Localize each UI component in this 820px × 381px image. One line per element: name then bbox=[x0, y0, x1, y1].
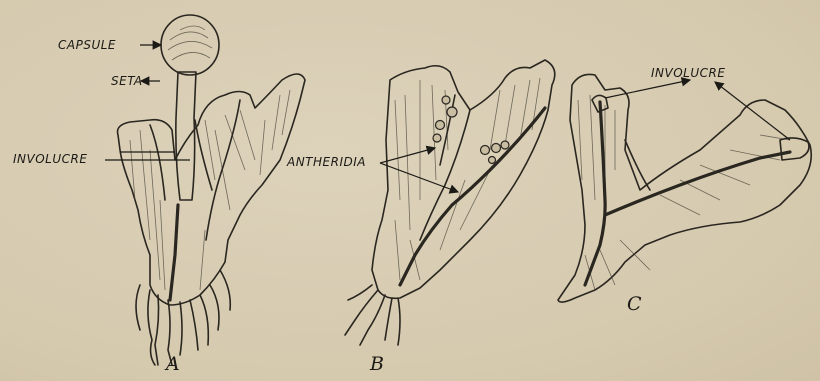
specimen-c bbox=[558, 74, 811, 302]
seta-shape bbox=[176, 72, 196, 200]
thallus-c-shape bbox=[558, 74, 811, 302]
rhizoids-b bbox=[345, 285, 400, 345]
seta-label: SETA bbox=[111, 75, 143, 87]
capsule-label: CAPSULE bbox=[58, 39, 116, 51]
specimen-letter-c: C bbox=[627, 295, 642, 314]
antheridia-label: ANTHERIDIA bbox=[287, 156, 366, 168]
involucre-label-a: INVOLUCRE bbox=[13, 153, 87, 165]
thallus-b-shape bbox=[372, 60, 555, 298]
thallus-a-shape bbox=[118, 74, 306, 305]
specimen-letter-a: A bbox=[166, 355, 180, 374]
antheridia-leader-2 bbox=[380, 163, 458, 192]
specimen-b bbox=[345, 60, 555, 345]
involucre-leader-c2 bbox=[715, 82, 790, 140]
involucre-label-c: INVOLUCRE bbox=[651, 67, 725, 79]
capsule-shape bbox=[161, 15, 219, 75]
specimen-letter-b: B bbox=[370, 355, 384, 374]
specimen-a bbox=[105, 15, 305, 365]
